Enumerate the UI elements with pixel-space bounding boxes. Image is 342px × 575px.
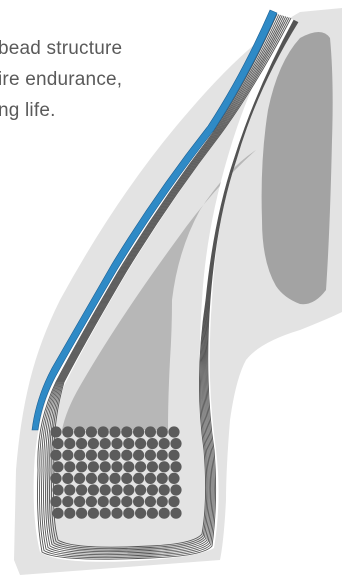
bead-wire [98,426,109,437]
bead-wire [121,473,132,484]
bead-wire [76,461,87,472]
bead-wire [76,438,87,449]
bead-wire [123,461,134,472]
bead-wire [64,461,75,472]
bead-wire [170,461,181,472]
bead-wire [133,426,144,437]
bead-wire [168,426,179,437]
bead-wire [133,473,144,484]
bead-wire [170,508,181,519]
bead-wire [135,508,146,519]
bead-wire [168,496,179,507]
bead-wire [121,426,132,437]
bead-wire [157,496,168,507]
bead-wire [86,473,97,484]
caption-line-2: ire endurance, [0,66,122,94]
bead-wire [123,508,134,519]
bead-wire [109,473,120,484]
bead-wire [88,508,99,519]
bead-wire [111,484,122,495]
bead-wire [133,450,144,461]
bead-wire [145,450,156,461]
bead-wire [62,496,73,507]
bead-wire [74,426,85,437]
bead-wire [100,461,111,472]
bead-wire [123,484,134,495]
caption-line-1: bead structure [0,35,122,63]
bead-wire [50,450,61,461]
bead-wire [147,508,158,519]
bead-wire [52,484,63,495]
bead-wire [88,438,99,449]
bead-wire [100,508,111,519]
bead-wire [98,496,109,507]
bead-wire [74,496,85,507]
caption-line-3: ng life. [0,97,56,125]
bead-wire [64,508,75,519]
bead-wire [62,473,73,484]
bead-wire [111,461,122,472]
bead-wire [86,426,97,437]
bead-wire [147,484,158,495]
bead-wire [88,461,99,472]
bead-wire [111,508,122,519]
bead-wire [88,484,99,495]
bead-wire [98,450,109,461]
bead-wire [109,450,120,461]
bead-wire [145,473,156,484]
bead-wire [100,438,111,449]
bead-wire [135,438,146,449]
bead-wire [147,461,158,472]
bead-wire [109,426,120,437]
bead-wire [86,450,97,461]
bead-wire [109,496,120,507]
bead-wire [52,461,63,472]
bead-wire [121,450,132,461]
bead-wire [111,438,122,449]
bead-wire [121,496,132,507]
bead-wire [157,426,168,437]
bead-wire [52,508,63,519]
bead-wire [133,496,144,507]
bead-wire [64,484,75,495]
bead-wire [168,473,179,484]
bead-wire [170,484,181,495]
bead-wire [145,496,156,507]
bead-wire [135,484,146,495]
bead-wire [64,438,75,449]
bead-wire [52,438,63,449]
bead-wire [74,450,85,461]
bead-wire [76,508,87,519]
bead-wire [159,438,170,449]
bead-wire [159,484,170,495]
bead-wire [147,438,158,449]
bead-wire [157,450,168,461]
bead-wire [100,484,111,495]
bead-wire [123,438,134,449]
bead-wire [76,484,87,495]
bead-wire [50,473,61,484]
bead-wire [50,496,61,507]
bead-wire [159,461,170,472]
bead-wire [145,426,156,437]
bead-wire [62,426,73,437]
bead-wire [74,473,85,484]
bead-wire [135,461,146,472]
bead-wire [62,450,73,461]
bead-wire [159,508,170,519]
bead-wire [86,496,97,507]
bead-wire [157,473,168,484]
bead-wire [98,473,109,484]
bead-wire [170,438,181,449]
bead-wire [168,450,179,461]
bead-wire [50,426,61,437]
